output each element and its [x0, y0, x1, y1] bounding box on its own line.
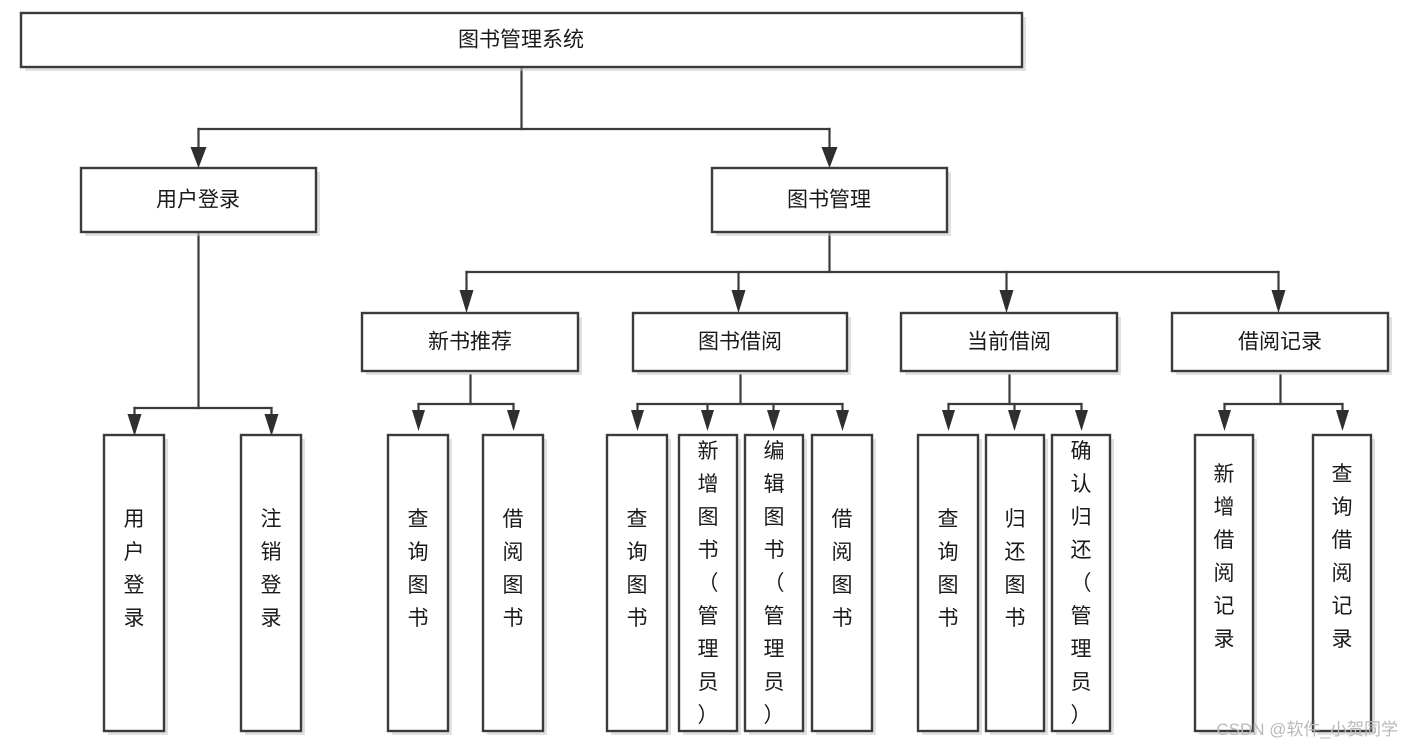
arrow-head-book-borrow — [731, 290, 746, 313]
arrow-head-leaf-query-book-3 — [942, 410, 955, 431]
node-book-management[interactable]: 图书管理 — [710, 166, 951, 236]
node-leaf-return-book[interactable]: 归还图书 — [984, 433, 1048, 735]
arrow-head-leaf-borrow-book-1 — [507, 410, 520, 431]
arrow-head-leaf-add-record — [1218, 410, 1231, 431]
node-book-borrow-label: 图书借阅 — [698, 331, 782, 354]
node-leaf-query-record-label: 查询借阅记录 — [1332, 463, 1353, 651]
arrow-head-current-borrow — [999, 290, 1014, 313]
node-leaf-user-login[interactable]: 用户登录 — [102, 433, 168, 735]
arrow-head-leaf-user-logout — [264, 414, 279, 436]
arrow-head-leaf-add-book — [701, 410, 714, 431]
node-leaf-query-book-2-box — [605, 433, 669, 733]
node-leaf-user-logout-box — [239, 433, 303, 733]
arrow-head-book-management — [821, 147, 838, 168]
node-root-box — [19, 11, 1024, 69]
arrow-head-leaf-query-record — [1336, 410, 1349, 431]
node-leaf-borrow-book-2[interactable]: 借阅图书 — [810, 433, 876, 735]
node-borrow-record-box — [1170, 311, 1390, 373]
node-leaf-add-book[interactable]: 新增图书（管理员） — [677, 433, 741, 735]
node-new-book-recommend[interactable]: 新书推荐 — [360, 311, 582, 375]
node-leaf-confirm-return[interactable]: 确认归还（管理员） — [1050, 433, 1114, 735]
node-root[interactable]: 图书管理系统 — [19, 11, 1026, 71]
node-leaf-query-book-1[interactable]: 查询图书 — [386, 433, 452, 735]
node-leaf-edit-book[interactable]: 编辑图书（管理员） — [743, 433, 807, 735]
connector-group-book-borrow — [631, 373, 849, 431]
node-leaf-edit-book-box — [743, 433, 805, 733]
arrow-head-leaf-confirm-return — [1075, 410, 1088, 431]
node-root-label: 图书管理系统 — [458, 29, 584, 52]
node-leaf-query-record[interactable]: 查询借阅记录 — [1311, 433, 1375, 735]
node-leaf-query-book-2-label: 查询图书 — [627, 508, 648, 630]
connector-group-new-book-recommend — [412, 373, 520, 431]
connector-group-book-management — [459, 230, 1286, 313]
node-book-management-box — [710, 166, 949, 234]
node-leaf-user-login-label: 用户登录 — [124, 508, 145, 630]
node-borrow-record[interactable]: 借阅记录 — [1170, 311, 1392, 375]
node-leaf-borrow-book-2-box — [810, 433, 874, 733]
node-leaf-return-book-box — [984, 433, 1046, 733]
node-leaf-return-book-label: 归还图书 — [1005, 508, 1026, 630]
node-leaf-query-book-3-label: 查询图书 — [938, 508, 959, 630]
node-user-login[interactable]: 用户登录 — [79, 166, 320, 236]
node-leaf-add-record-box — [1193, 433, 1255, 733]
node-leaf-borrow-book-1[interactable]: 借阅图书 — [481, 433, 547, 735]
node-new-book-recommend-label: 新书推荐 — [428, 331, 512, 354]
arrow-head-leaf-user-login — [127, 414, 142, 436]
node-leaf-borrow-book-2-label: 借阅图书 — [832, 508, 853, 630]
node-leaf-user-logout[interactable]: 注销登录 — [239, 433, 305, 735]
node-leaf-add-record-label: 新增借阅记录 — [1214, 463, 1235, 651]
node-book-borrow[interactable]: 图书借阅 — [631, 311, 851, 375]
connector-group-borrow-record — [1218, 373, 1349, 431]
arrow-head-new-book-recommend — [459, 290, 474, 313]
arrow-head-leaf-borrow-book-2 — [836, 410, 849, 431]
arrow-head-user-login — [190, 147, 207, 168]
arrow-head-leaf-query-book-2 — [631, 410, 644, 431]
node-leaf-add-record[interactable]: 新增借阅记录 — [1193, 433, 1257, 735]
node-leaf-user-login-box — [102, 433, 166, 733]
node-leaf-add-book-box — [677, 433, 739, 733]
node-book-management-label: 图书管理 — [787, 189, 871, 212]
node-leaf-query-book-3[interactable]: 查询图书 — [916, 433, 982, 735]
node-leaf-borrow-book-1-label: 借阅图书 — [503, 508, 524, 630]
node-leaf-query-record-box — [1311, 433, 1373, 733]
arrow-head-borrow-record — [1271, 290, 1286, 313]
connector-group-current-borrow — [942, 373, 1088, 431]
node-current-borrow-label: 当前借阅 — [967, 331, 1051, 354]
node-leaf-user-logout-label: 注销登录 — [261, 508, 282, 630]
connector-group-root — [190, 65, 838, 168]
node-leaf-query-book-1-box — [386, 433, 450, 733]
node-leaf-query-book-2[interactable]: 查询图书 — [605, 433, 671, 735]
node-current-borrow[interactable]: 当前借阅 — [899, 311, 1121, 375]
node-leaf-confirm-return-label: 确认归还（管理员） — [1071, 440, 1092, 727]
node-leaf-confirm-return-box — [1050, 433, 1112, 733]
node-user-login-label: 用户登录 — [156, 189, 240, 212]
arrow-head-leaf-query-book-1 — [412, 410, 425, 431]
node-leaf-query-book-3-box — [916, 433, 980, 733]
node-borrow-record-label: 借阅记录 — [1238, 331, 1322, 354]
arrow-head-leaf-edit-book — [767, 410, 780, 431]
connector-group-user-login — [127, 230, 279, 436]
node-new-book-recommend-box — [360, 311, 580, 373]
node-book-borrow-box — [631, 311, 849, 373]
node-leaf-add-book-label: 新增图书（管理员） — [698, 440, 719, 727]
node-leaf-borrow-book-1-box — [481, 433, 545, 733]
node-leaf-query-book-1-label: 查询图书 — [408, 508, 429, 630]
node-user-login-box — [79, 166, 318, 234]
node-current-borrow-box — [899, 311, 1119, 373]
node-leaf-edit-book-label: 编辑图书（管理员） — [764, 440, 785, 727]
arrow-head-leaf-return-book — [1008, 410, 1021, 431]
watermark-label: CSDN @软件_小贺同学 — [1216, 720, 1398, 739]
